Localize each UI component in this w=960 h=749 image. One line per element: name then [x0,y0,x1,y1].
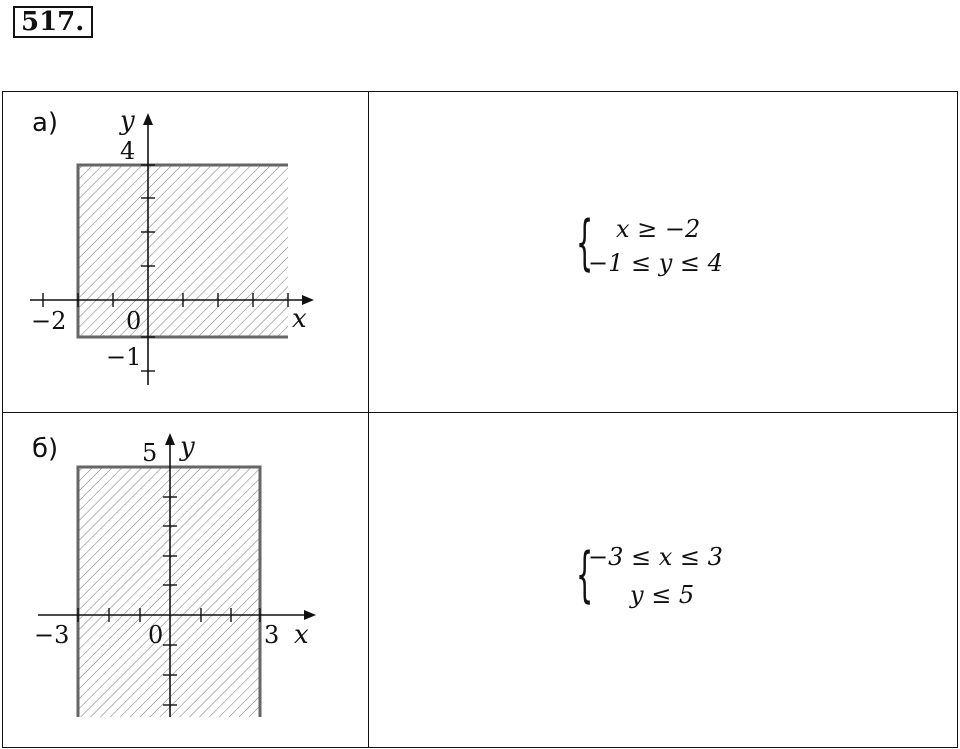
shaded-region-b [78,467,260,717]
y-axis-label-b: y [179,432,195,462]
row-b-system-cell [368,412,958,748]
tick-label-bottom-a: −1 [106,343,141,371]
graph-a: а) y x 4 −2 0 −1 [30,106,314,385]
part-label-b: б) [32,434,58,464]
problem-number: 517. [13,6,93,38]
region-boundary-a [76,163,288,339]
x-axis-label-a: x [292,304,307,334]
graph-b: б) 5 y −3 0 3 x [32,432,316,717]
answer-table: а) y x 4 −2 0 −1 [0,91,960,749]
part-label-a: а) [32,108,58,138]
system-a-line-1: x ≥ −2 [616,215,701,243]
x-axis-label-b: x [294,620,309,650]
shaded-region-a [78,165,288,337]
tick-label-left-b: −3 [34,621,69,649]
tick-label-right-b: 3 [264,621,279,649]
system-b: { −3 ≤ x ≤ 3 y ≤ 5 [576,543,776,613]
system-a: { x ≥ −2 −1 ≤ y ≤ 4 [576,211,776,281]
tick-label-top-b: 5 [142,439,157,467]
origin-label-b: 0 [148,621,163,649]
system-b-line-1: −3 ≤ x ≤ 3 [588,543,723,571]
system-b-line-2: y ≤ 5 [630,581,695,609]
brace-icon: { [576,540,594,610]
tick-label-top-a: 4 [120,137,135,165]
brace-icon: { [576,208,594,278]
origin-label-a: 0 [126,307,141,335]
system-a-line-2: −1 ≤ y ≤ 4 [588,249,723,277]
tick-label-left-a: −2 [31,307,66,335]
region-boundary-b [76,465,262,717]
y-axis-label-a: y [119,106,135,136]
